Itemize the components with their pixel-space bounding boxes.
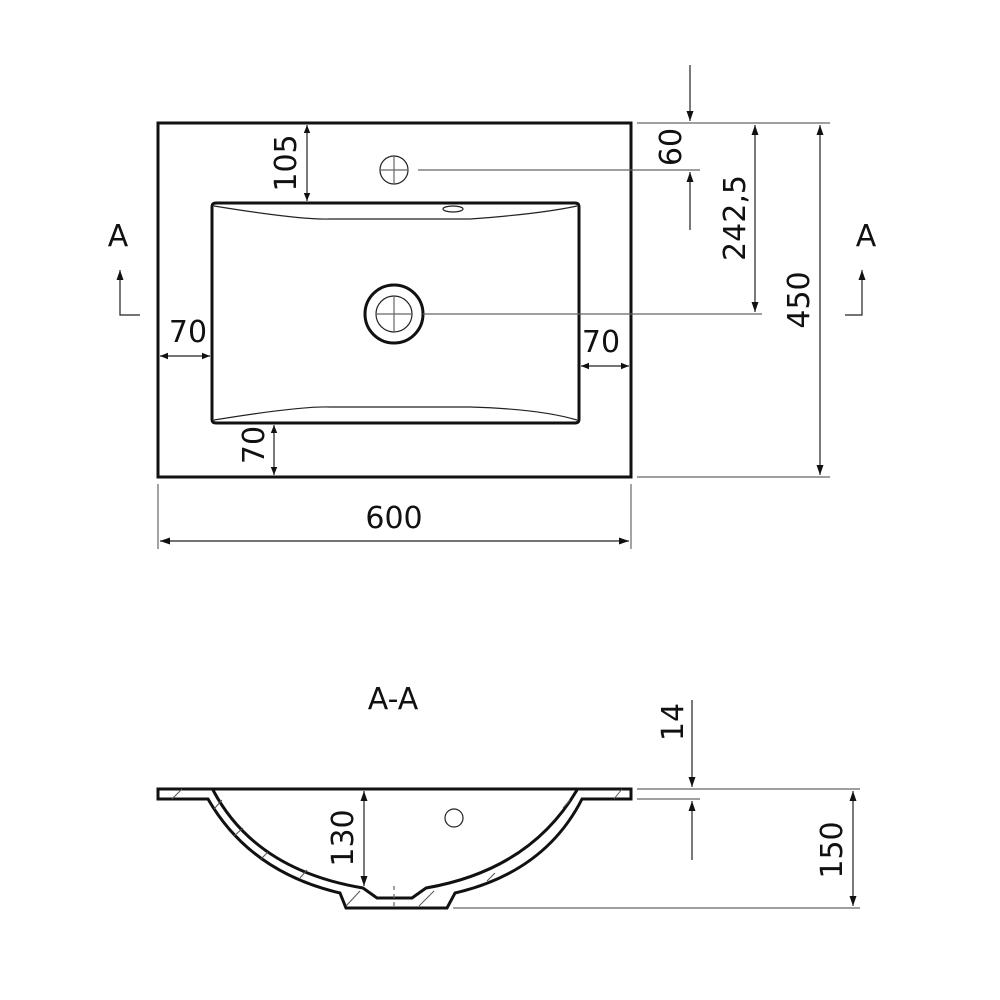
basin-outline [210,201,581,425]
svg-text:A: A [108,219,129,254]
section-profile [156,787,633,910]
dim-14: 14 [656,703,691,741]
section-title: A-A [368,682,419,717]
dim-150: 150 [815,821,850,878]
svg-text:A: A [856,219,877,254]
countertop-outline [156,121,633,479]
dim-105: 105 [269,134,304,191]
dim-70-right: 70 [582,325,620,360]
section-marker-left: A [108,219,140,316]
dim-600: 600 [365,501,422,536]
dim-130: 130 [326,809,361,866]
overflow-hole [444,808,464,828]
bowl-inner-surface [211,789,579,900]
dim-70-left: 70 [169,315,207,350]
dim-450: 450 [782,271,817,328]
section-marker-right: A [845,219,877,316]
top-view: 105 70 70 70 600 60 242,5 450 A [108,65,877,549]
basin-bottom-curve [213,406,578,421]
overflow-slot [442,205,464,213]
section-view: A-A 130 14 150 [156,682,860,910]
basin-top-curve [213,205,578,220]
dim-60: 60 [654,128,689,166]
dim-242-5: 242,5 [718,175,753,261]
dim-70-bottom: 70 [237,426,272,464]
